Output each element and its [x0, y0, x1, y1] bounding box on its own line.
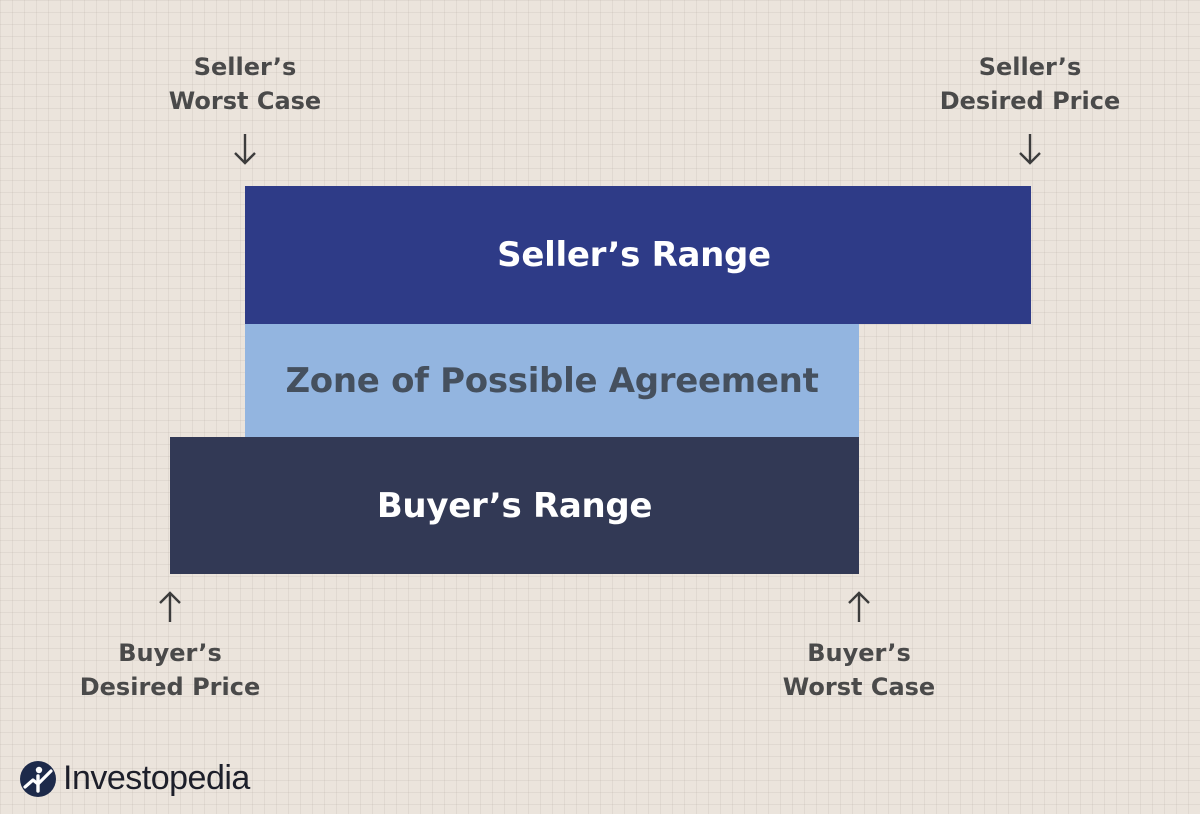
- buyer-desired-price-marker: Buyer’s Desired Price: [50, 590, 290, 704]
- up-arrow-icon: [159, 591, 181, 622]
- down-arrow-icon: [1019, 134, 1041, 165]
- down-arrow-icon: [234, 134, 256, 165]
- buyer-range-bar: Buyer’s Range: [170, 437, 859, 574]
- up-arrow-icon: [848, 591, 870, 622]
- seller-desired-price-label: Seller’s Desired Price: [939, 53, 1121, 115]
- buyer-range-label: Buyer’s Range: [376, 485, 653, 526]
- buyer-desired-price-label: Buyer’s Desired Price: [79, 639, 261, 701]
- seller-range-label: Seller’s Range: [497, 235, 771, 275]
- investopedia-logo-icon: [20, 760, 56, 797]
- zopa-label: Zone of Possible Agreement: [285, 360, 819, 401]
- buyer-worst-case-marker: Buyer’s Worst Case: [739, 590, 979, 704]
- seller-worst-case-label: Seller’s Worst Case: [168, 53, 322, 115]
- seller-desired-price-marker: Seller’s Desired Price: [910, 50, 1150, 166]
- buyer-worst-case-label: Buyer’s Worst Case: [782, 639, 936, 701]
- brand-name: Investopedia: [63, 759, 250, 797]
- seller-range-bar: Seller’s Range: [245, 186, 1031, 324]
- zopa-bar: Zone of Possible Agreement: [245, 324, 859, 437]
- seller-worst-case-marker: Seller’s Worst Case: [125, 50, 365, 166]
- brand-logo: Investopedia: [19, 759, 250, 798]
